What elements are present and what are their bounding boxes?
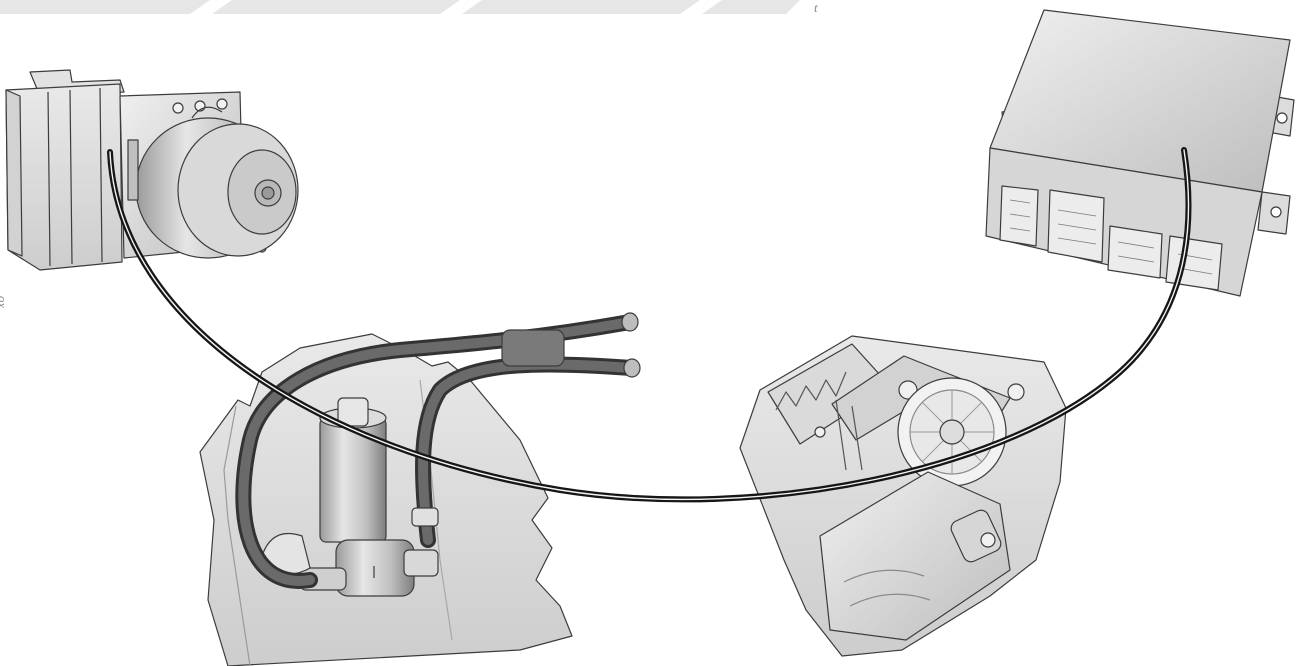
abs-hydraulic-unit (6, 70, 298, 270)
control-module (986, 10, 1294, 296)
edge-glyph-top: t (814, 0, 818, 16)
header-band (0, 0, 800, 14)
edge-glyph-left: ox (0, 296, 10, 308)
